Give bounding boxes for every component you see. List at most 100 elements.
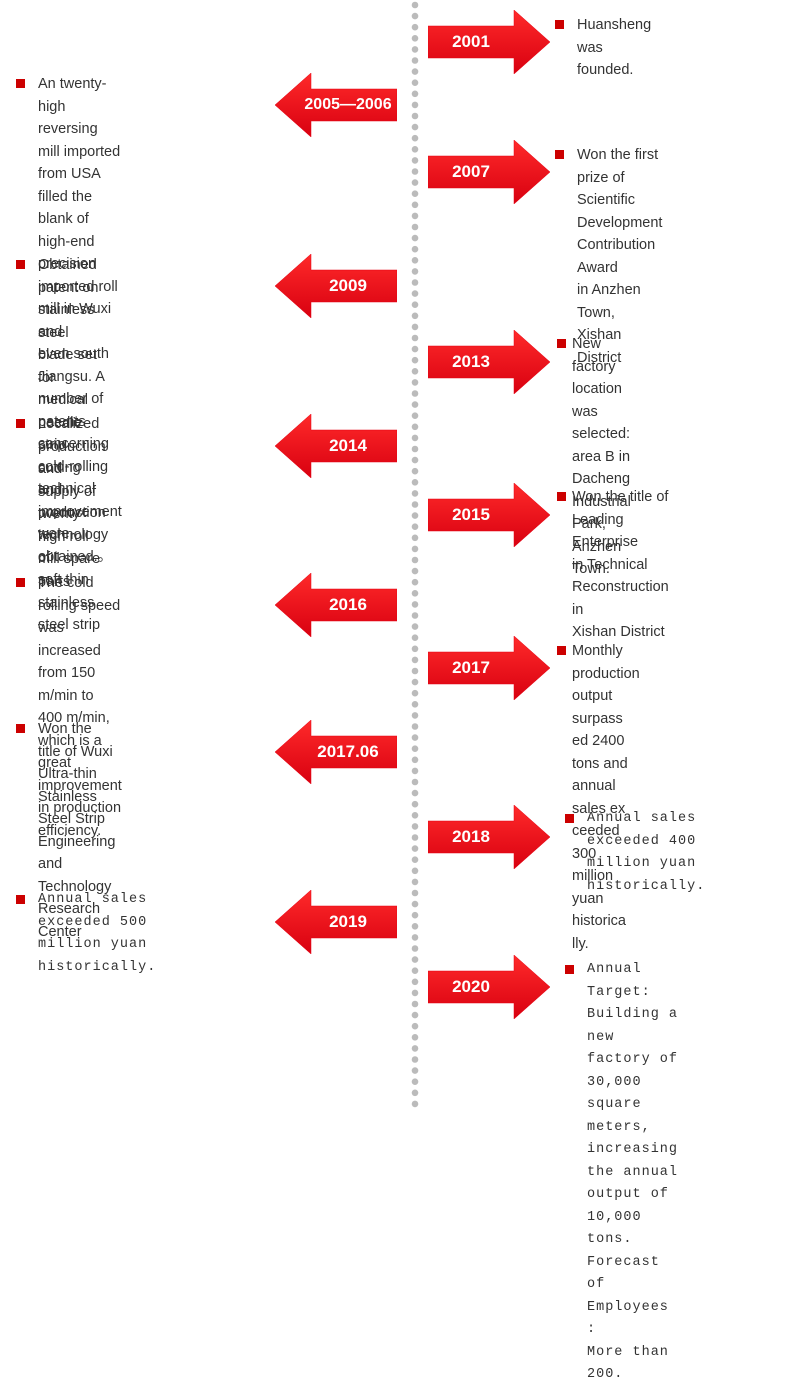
bullet-square xyxy=(16,578,25,587)
timeline-dot xyxy=(411,612,419,619)
timeline-dot xyxy=(411,1034,419,1041)
timeline-dot xyxy=(411,401,419,408)
timeline-dot xyxy=(411,501,419,508)
timeline-dot xyxy=(411,867,419,875)
arrow-shape xyxy=(428,330,550,394)
timeline-dot xyxy=(411,101,419,109)
timeline-dot xyxy=(411,712,419,719)
timeline-dot xyxy=(411,889,419,897)
timeline-dot xyxy=(411,623,419,630)
timeline-dot xyxy=(411,57,419,64)
timeline-dot xyxy=(411,789,419,797)
timeline-dot xyxy=(411,578,419,586)
timeline-dot xyxy=(411,601,419,608)
timeline-dot xyxy=(411,767,419,775)
year-label: 2017.06 xyxy=(317,742,379,761)
bullet-square xyxy=(555,150,564,159)
timeline-dot xyxy=(411,512,419,519)
entry-text: The cold rolling speed was increased fro… xyxy=(38,575,122,839)
timeline-dot xyxy=(411,878,419,886)
timeline-dot xyxy=(411,989,419,997)
timeline-dot xyxy=(411,445,419,453)
bullet-square xyxy=(16,895,25,904)
entry-text: Huansheng was founded. xyxy=(577,17,652,78)
timeline-dot xyxy=(411,678,419,686)
timeline-dot xyxy=(411,823,419,830)
arrow-shape xyxy=(428,483,550,547)
timeline-dot xyxy=(411,667,419,675)
year-arrow-2019: 2019 xyxy=(275,890,397,954)
arrow-shape xyxy=(275,573,397,637)
timeline-dot xyxy=(411,523,419,530)
timeline-dot xyxy=(411,834,419,841)
year-label: 2017 xyxy=(452,658,490,677)
timeline-dotted-line xyxy=(411,1,419,1108)
arrow-shape xyxy=(275,73,397,137)
year-label: 2007 xyxy=(452,162,490,181)
timeline-dot xyxy=(411,1000,419,1008)
entry-text: Won the title of Leading Enterprise in T… xyxy=(572,489,669,640)
timeline-dot xyxy=(411,412,419,420)
year-label: 2013 xyxy=(452,352,490,371)
timeline-dot xyxy=(411,756,419,764)
timeline-dot xyxy=(411,168,419,175)
entry-text: Annual sales exceeded 400 million yuan h… xyxy=(587,811,706,894)
timeline-dot xyxy=(411,534,419,542)
timeline-dot xyxy=(411,345,419,353)
timeline-dot xyxy=(411,845,419,852)
timeline-dot xyxy=(411,68,419,75)
timeline-dot xyxy=(411,923,419,930)
timeline-dot xyxy=(411,812,419,819)
timeline-dot xyxy=(411,1089,419,1097)
timeline-dot xyxy=(411,268,419,275)
arrow-shape xyxy=(428,636,550,700)
timeline-dot xyxy=(411,1100,419,1108)
timeline-dot xyxy=(411,490,419,497)
entry-text: Localized production and supply of twent… xyxy=(38,416,106,590)
year-label: 2016 xyxy=(329,595,367,614)
timeline-dot xyxy=(411,467,419,475)
bullet-square xyxy=(557,339,566,348)
timeline-dot xyxy=(411,545,419,553)
timeline-dot xyxy=(411,656,419,664)
bullet-square xyxy=(16,419,25,428)
entry-text: New factory location was selected: area … xyxy=(572,336,631,577)
year-label: 2015 xyxy=(452,505,490,524)
year-label: 2009 xyxy=(329,276,367,295)
timeline-dot xyxy=(411,146,419,153)
timeline-dot xyxy=(411,434,419,442)
year-arrow-20052006: 2005—2006 xyxy=(275,73,397,137)
bullet-square xyxy=(565,965,574,974)
timeline-dot xyxy=(411,934,419,941)
timeline-dot xyxy=(411,911,419,919)
timeline-dot xyxy=(411,1022,419,1030)
timeline-dot xyxy=(411,800,419,808)
timeline-dot xyxy=(411,90,419,98)
timeline-dot xyxy=(411,634,419,641)
arrow-shape xyxy=(428,805,550,869)
entry-text: An twenty-high reversing mill imported f… xyxy=(38,76,122,565)
timeline-dot xyxy=(411,1078,419,1085)
timeline-dot xyxy=(411,223,419,231)
timeline-dot xyxy=(411,567,419,575)
year-arrow-2016: 2016 xyxy=(275,573,397,637)
bullet-square xyxy=(557,646,566,655)
arrow-shape xyxy=(275,720,397,784)
timeline-dot xyxy=(411,967,419,974)
timeline-dot xyxy=(411,79,419,86)
year-arrow-201706: 2017.06 xyxy=(275,720,397,784)
bullet-square xyxy=(16,724,25,733)
entry-text: Won the title of Wuxi Ultra-thin Stainle… xyxy=(38,721,116,940)
timeline-dot xyxy=(411,179,419,186)
timeline-dot xyxy=(411,257,419,264)
timeline-dot xyxy=(411,323,419,331)
timeline-dot xyxy=(411,689,419,697)
timeline-dot xyxy=(411,900,419,908)
timeline-dot xyxy=(411,112,419,120)
year-arrow-2001: 2001 xyxy=(428,10,550,74)
timeline-dot xyxy=(411,356,419,364)
timeline-dot xyxy=(411,157,419,164)
timeline-dot xyxy=(411,1056,419,1063)
timeline-dot xyxy=(411,234,419,242)
bullet-square xyxy=(16,79,25,88)
